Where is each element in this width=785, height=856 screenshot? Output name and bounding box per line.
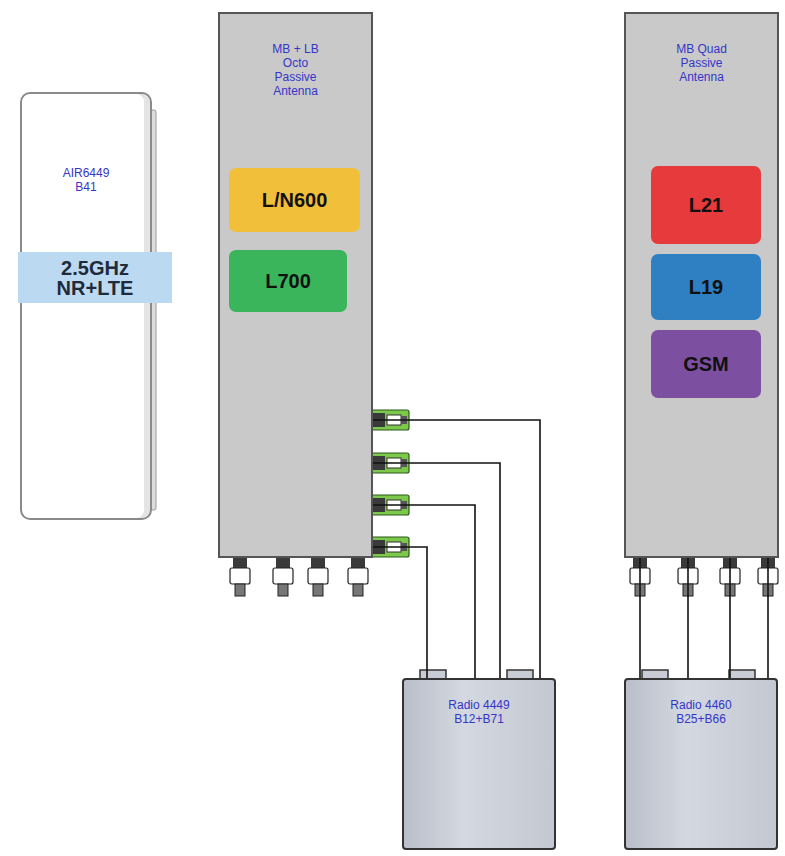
frequency-band: 2.5GHz NR+LTE bbox=[18, 252, 172, 303]
band-label: L19 bbox=[683, 276, 729, 299]
rf-jumper bbox=[373, 420, 540, 678]
band-box: GSM bbox=[651, 330, 761, 398]
band-box: L700 bbox=[229, 250, 347, 312]
rf-jumper bbox=[639, 558, 641, 678]
antenna-panel: AIR6449 B412.5GHz NR+LTE bbox=[20, 92, 152, 520]
node-title: AIR6449 B41 bbox=[50, 166, 122, 194]
rf-jumper bbox=[729, 558, 731, 678]
rf-jumper bbox=[373, 463, 500, 678]
antenna-panel: MB Quad Passive AntennaL21L19GSM bbox=[624, 12, 779, 558]
rf-jumper bbox=[687, 558, 689, 678]
band-label: GSM bbox=[677, 353, 735, 376]
band-box: L19 bbox=[651, 254, 761, 320]
side-ports bbox=[369, 410, 409, 557]
radio-unit: Radio 4460 B25+B66 bbox=[624, 678, 778, 850]
band-label: L700 bbox=[259, 270, 317, 293]
band-label: L/N600 bbox=[256, 189, 334, 212]
bottom-ports bbox=[230, 558, 778, 596]
bottom-port bbox=[230, 558, 250, 596]
rf-jumper bbox=[373, 505, 475, 678]
bottom-port bbox=[348, 558, 368, 596]
antenna-panel: MB + LB Octo Passive AntennaL/N600L700 bbox=[218, 12, 373, 558]
band-box: L/N600 bbox=[229, 168, 360, 232]
bottom-port bbox=[308, 558, 328, 596]
band-box: L21 bbox=[651, 166, 761, 244]
node-title: Radio 4460 B25+B66 bbox=[660, 698, 742, 726]
node-title: Radio 4449 B12+B71 bbox=[438, 698, 520, 726]
node-title: 2.5GHz NR+LTE bbox=[18, 258, 172, 298]
node-title: MB Quad Passive Antenna bbox=[661, 42, 743, 84]
radio-unit: Radio 4449 B12+B71 bbox=[402, 678, 556, 850]
bottom-port bbox=[273, 558, 293, 596]
node-title: MB + LB Octo Passive Antenna bbox=[255, 42, 337, 98]
rf-jumper bbox=[767, 558, 769, 678]
rf-jumper bbox=[373, 547, 427, 678]
band-label: L21 bbox=[683, 194, 729, 217]
